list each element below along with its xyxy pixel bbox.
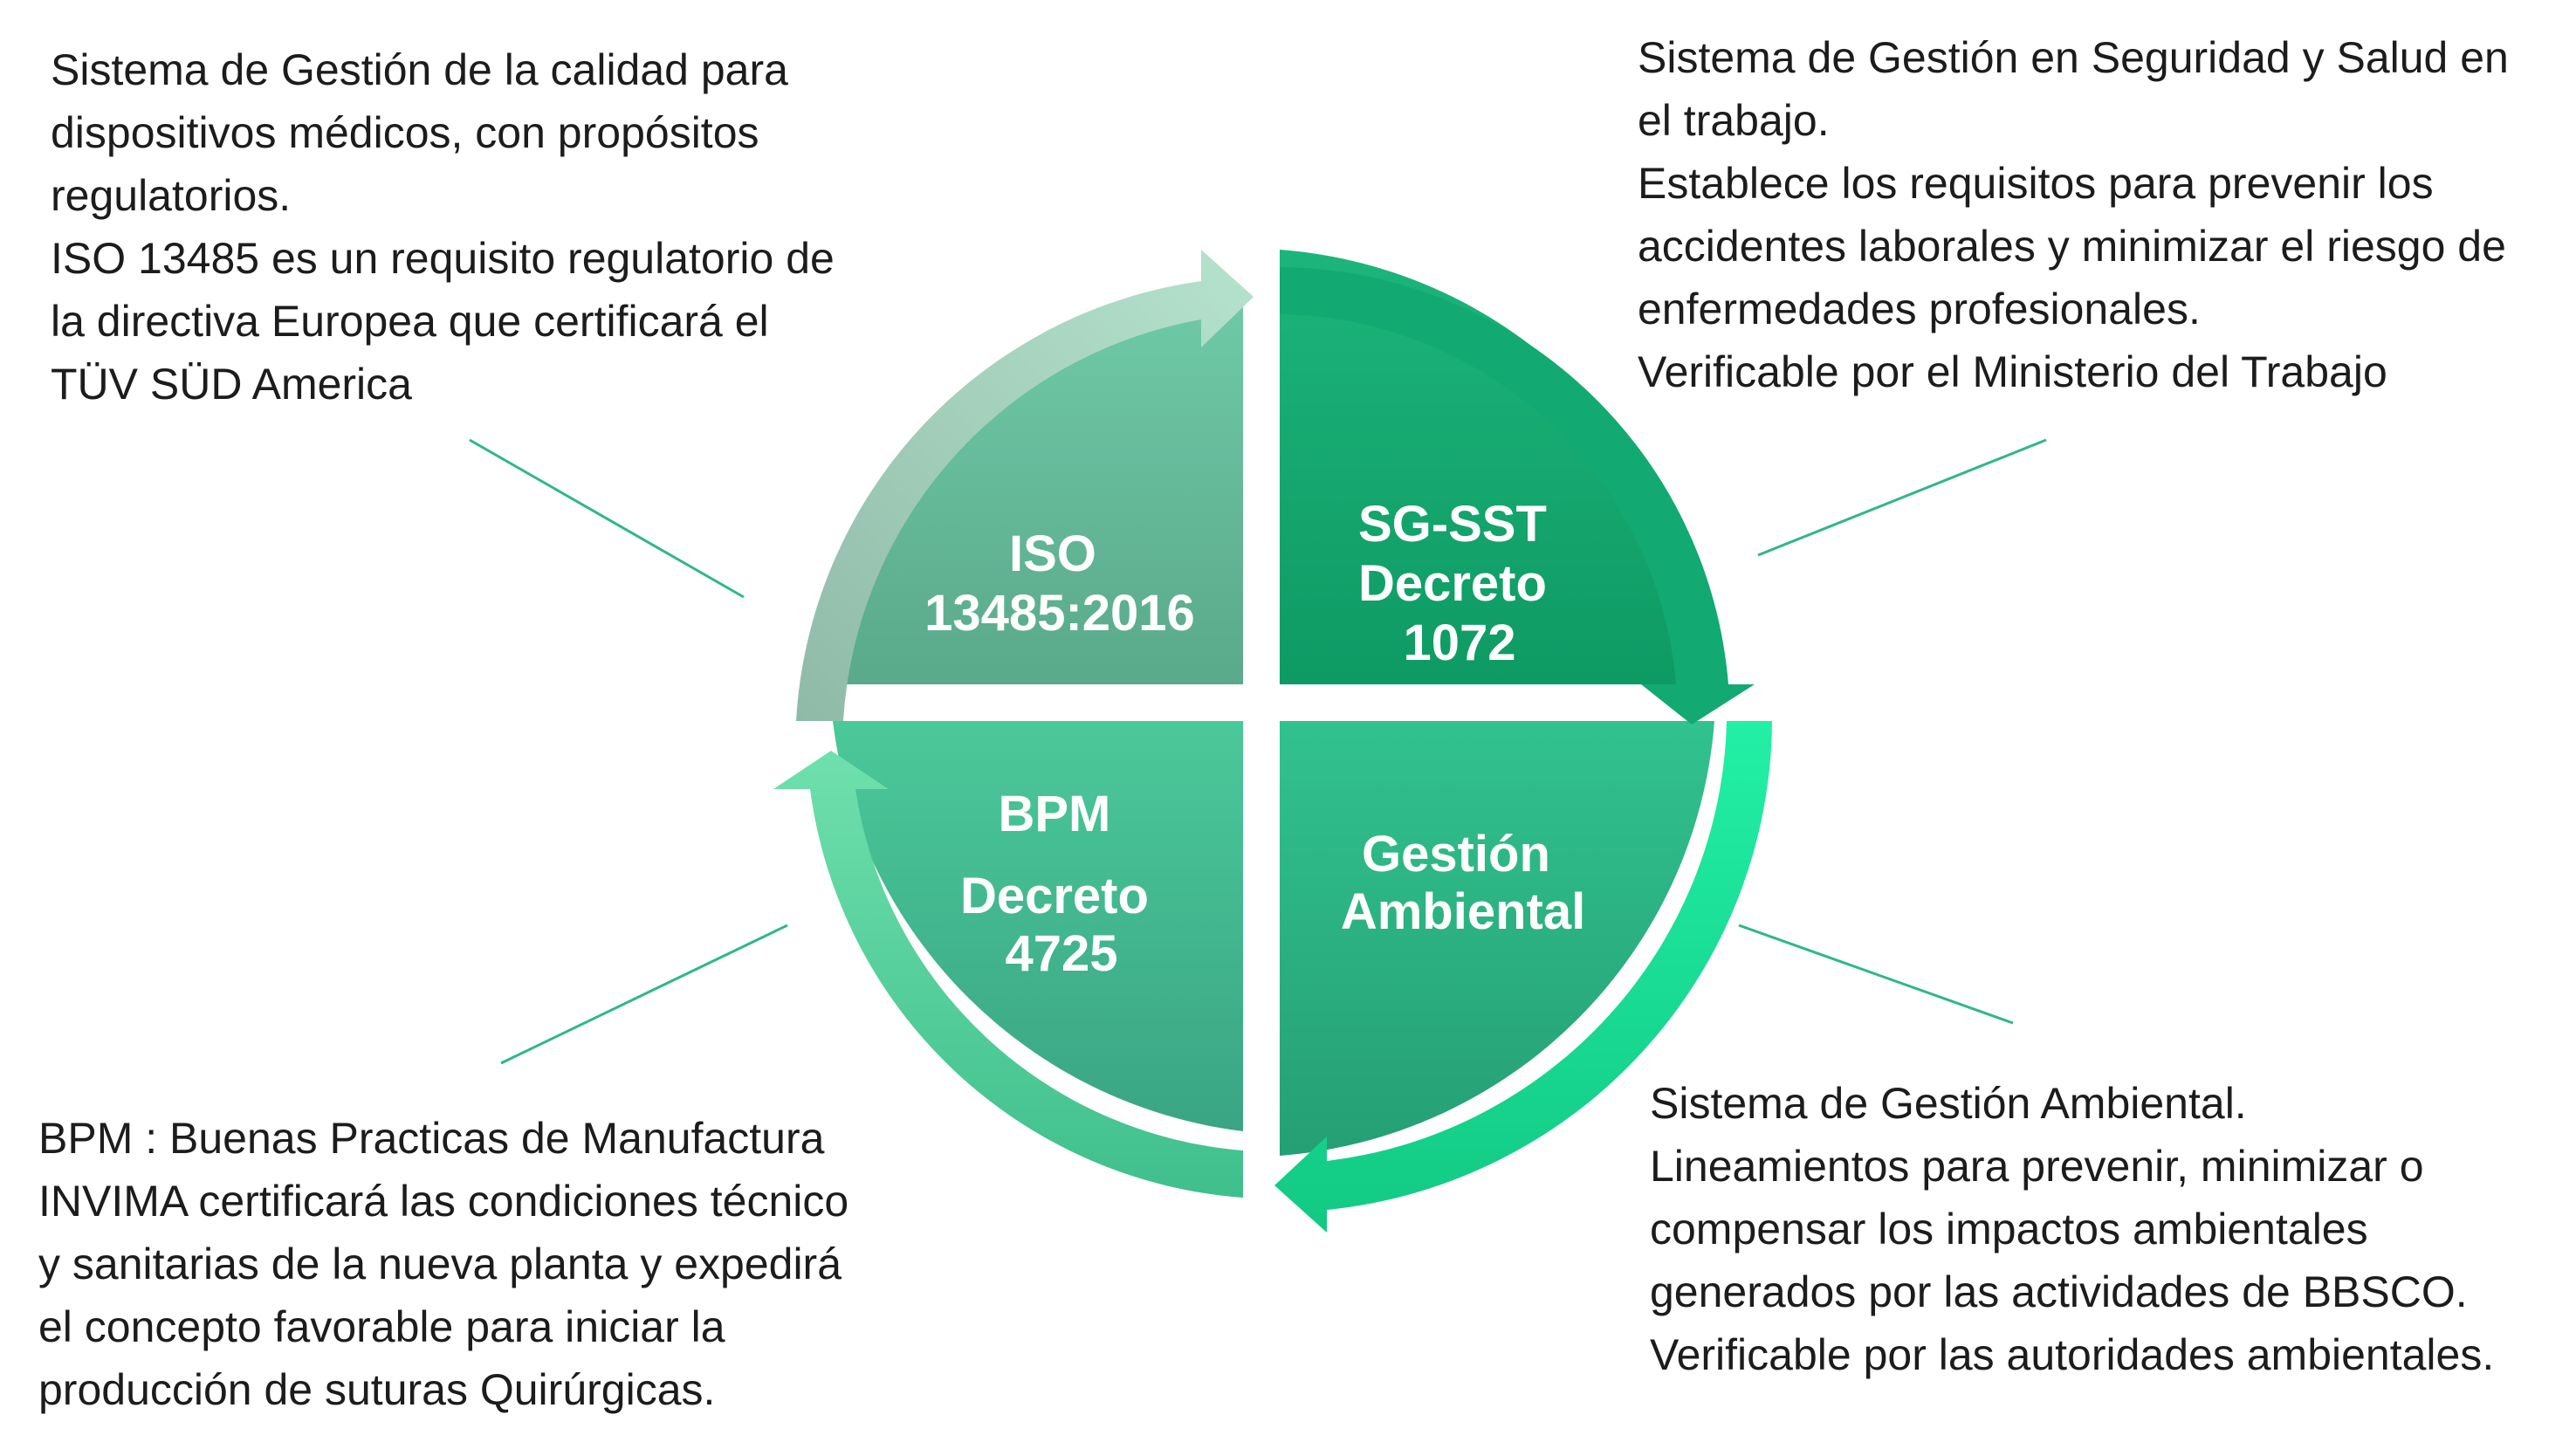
note-line: Verificable por el Ministerio del Trabaj…	[1638, 347, 2387, 396]
note-iso: Sistema de Gestión de la calidad para di…	[51, 38, 835, 416]
note-line: compensar los impactos ambientales	[1650, 1205, 2368, 1253]
note-line: el concepto favorable para iniciar la	[38, 1302, 725, 1351]
arrow-gestion-ambiental-icon	[1274, 721, 1772, 1233]
quadrant-gestion-ambiental-label: Gestión Ambiental	[1341, 826, 1585, 940]
arrow-bpm-icon	[773, 751, 1243, 1198]
note-line: producción de suturas Quirúrgicas.	[38, 1365, 716, 1414]
quadrant-bpm	[833, 721, 1243, 1131]
note-line: Establece los requisitos para prevenir l…	[1638, 159, 2434, 208]
quadrant-gestion-ambiental	[1280, 721, 1714, 1156]
note-line: y sanitarias de la nueva planta y expedi…	[38, 1240, 842, 1288]
note-line: enfermedades profesionales.	[1638, 285, 2201, 333]
connector-sst	[1757, 438, 2047, 557]
quadrant-sg-sst-label: SG-SST Decreto 1072	[1358, 496, 1561, 671]
quadrant-sg-sst	[1280, 250, 1714, 684]
note-line: BPM : Buenas Practicas de Manufactura	[38, 1114, 825, 1163]
note-bpm: BPM : Buenas Practicas de Manufactura IN…	[38, 1107, 848, 1421]
connector-amb	[1738, 924, 2014, 1025]
note-line: regulatorios.	[51, 171, 292, 220]
quadrant-iso	[833, 290, 1243, 684]
note-line: TÜV SÜD America	[51, 360, 412, 409]
connector-bpm	[500, 924, 788, 1065]
note-line: Sistema de Gestión en Seguridad y Salud …	[1638, 33, 2509, 82]
note-gestion-ambiental: Sistema de Gestión Ambiental. Lineamient…	[1650, 1072, 2494, 1386]
quadrant-bpm-label: BPM Decreto 4725	[960, 786, 1163, 982]
arrow-iso-icon	[796, 250, 1254, 721]
note-line: generados por las actividades de BBSCO.	[1650, 1267, 2468, 1316]
arrow-sg-sst-icon	[1280, 267, 1755, 725]
connector-iso	[469, 438, 745, 599]
note-line: Verificable por las autoridades ambienta…	[1650, 1330, 2495, 1379]
note-line: el trabajo.	[1638, 96, 1830, 145]
note-line: la directiva Europea que certificará el	[51, 297, 769, 346]
quadrant-iso-label: ISO 13485:2016	[924, 525, 1195, 642]
note-line: accidentes laborales y minimizar el ries…	[1638, 222, 2506, 271]
note-line: Sistema de Gestión Ambiental.	[1650, 1079, 2247, 1128]
note-line: Lineamientos para prevenir, minimizar o	[1650, 1142, 2424, 1191]
note-line: INVIMA certificará las condiciones técni…	[38, 1177, 849, 1226]
note-sg-sst: Sistema de Gestión en Seguridad y Salud …	[1638, 26, 2509, 403]
note-line: ISO 13485 es un requisito regulatorio de	[51, 234, 835, 283]
note-line: dispositivos médicos, con propósitos	[51, 108, 759, 157]
note-line: Sistema de Gestión de la calidad para	[51, 45, 788, 94]
